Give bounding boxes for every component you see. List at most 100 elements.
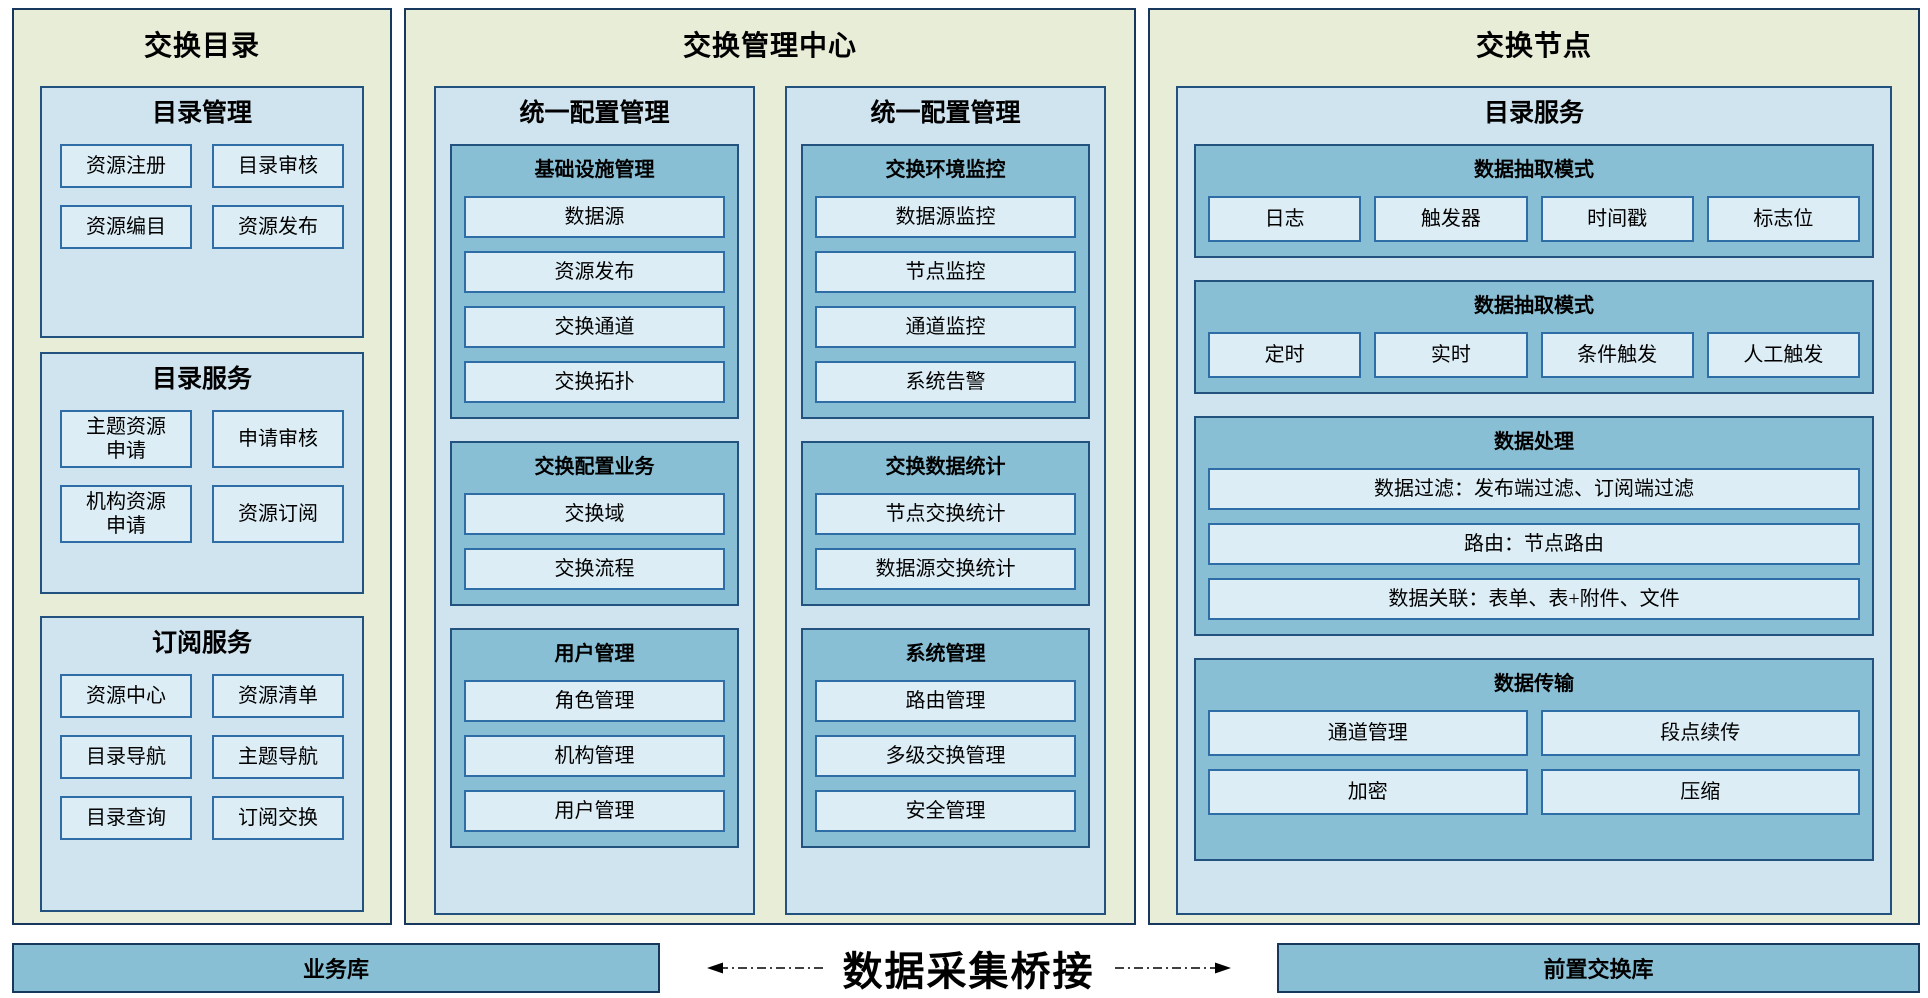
group-exchange-config-business: 交换配置业务 交换域 交换流程 xyxy=(450,441,739,606)
panel-exchange-node: 交换节点 目录服务 数据抽取模式 日志 触发器 时间戳 标志位 数据抽取模式 定… xyxy=(1148,8,1920,925)
group-title: 数据抽取模式 xyxy=(1474,159,1594,181)
module-box: 定时 xyxy=(1208,332,1362,378)
group-data-extraction-mode-2: 数据抽取模式 定时 实时 条件触发 人工触发 xyxy=(1194,280,1874,394)
data-collection-bridge: 数据采集桥接 xyxy=(660,943,1277,994)
group-exchange-data-statistics: 交换数据统计 节点交换统计 数据源交换统计 xyxy=(801,441,1090,606)
module-box: 交换通道 xyxy=(464,306,725,348)
module-box: 角色管理 xyxy=(464,680,725,722)
module-box: 目录导航 xyxy=(60,735,192,779)
item-grid: 资源注册 目录审核 资源编目 资源发布 xyxy=(60,144,344,249)
module-box: 触发器 xyxy=(1374,196,1528,242)
module-box: 路由：节点路由 xyxy=(1208,523,1860,565)
group-title: 基础设施管理 xyxy=(534,159,655,181)
container-title: 目录服务 xyxy=(1483,100,1584,127)
section-title: 目录管理 xyxy=(151,100,252,127)
section-catalog-service: 目录服务 主题资源 申请 申请审核 机构资源 申请 资源订阅 xyxy=(40,352,364,594)
module-box: 申请审核 xyxy=(212,410,344,468)
group-data-transmission: 数据传输 通道管理 段点续传 加密 压缩 xyxy=(1194,658,1874,861)
panel-title: 交换管理中心 xyxy=(682,31,857,62)
group-infrastructure-management: 基础设施管理 数据源 资源发布 交换通道 交换拓扑 xyxy=(450,144,739,419)
panel-title: 交换节点 xyxy=(1475,31,1592,62)
module-box: 数据关联：表单、表+附件、文件 xyxy=(1208,578,1860,620)
module-box: 多级交换管理 xyxy=(815,735,1076,777)
group-data-processing: 数据处理 数据过滤：发布端过滤、订阅端过滤 路由：节点路由 数据关联：表单、表+… xyxy=(1194,416,1874,636)
arrow-left-icon xyxy=(706,962,823,974)
section-title: 目录服务 xyxy=(151,366,252,393)
module-box: 目录查询 xyxy=(60,796,192,840)
module-box: 主题导航 xyxy=(212,735,344,779)
module-box: 节点监控 xyxy=(815,251,1076,293)
module-box: 数据过滤：发布端过滤、订阅端过滤 xyxy=(1208,468,1860,510)
module-box: 数据源交换统计 xyxy=(815,548,1076,590)
column-title: 统一配置管理 xyxy=(519,100,670,127)
module-box: 路由管理 xyxy=(815,680,1076,722)
top-row: 交换目录 目录管理 资源注册 目录审核 资源编目 资源发布 目录服务 主题资源 … xyxy=(12,8,1920,925)
panel-exchange-catalog: 交换目录 目录管理 资源注册 目录审核 资源编目 资源发布 目录服务 主题资源 … xyxy=(12,8,392,925)
module-box: 机构资源 申请 xyxy=(60,485,192,543)
group-system-management: 系统管理 路由管理 多级交换管理 安全管理 xyxy=(801,628,1090,848)
item-grid: 资源中心 资源清单 目录导航 主题导航 目录查询 订阅交换 xyxy=(60,674,344,840)
module-box: 交换拓扑 xyxy=(464,361,725,403)
group-title: 系统管理 xyxy=(905,643,986,665)
module-box: 资源注册 xyxy=(60,144,192,188)
module-box: 节点交换统计 xyxy=(815,493,1076,535)
group-data-extraction-mode-1: 数据抽取模式 日志 触发器 时间戳 标志位 xyxy=(1194,144,1874,258)
module-box: 加密 xyxy=(1208,769,1528,815)
module-box: 段点续传 xyxy=(1540,710,1860,756)
module-box: 压缩 xyxy=(1540,769,1860,815)
module-box: 通道管理 xyxy=(1208,710,1528,756)
group-title: 交换数据统计 xyxy=(885,456,1006,478)
module-box: 数据源 xyxy=(464,196,725,238)
module-box: 机构管理 xyxy=(464,735,725,777)
item-grid: 主题资源 申请 申请审核 机构资源 申请 资源订阅 xyxy=(60,410,344,543)
group-title: 交换环境监控 xyxy=(885,159,1006,181)
section-catalog-management: 目录管理 资源注册 目录审核 资源编目 资源发布 xyxy=(40,86,364,338)
module-box: 数据源监控 xyxy=(815,196,1076,238)
module-box: 主题资源 申请 xyxy=(60,410,192,468)
module-box: 条件触发 xyxy=(1540,332,1694,378)
module-box: 实时 xyxy=(1374,332,1528,378)
business-database-box: 业务库 xyxy=(12,943,660,993)
panel-exchange-management-center: 交换管理中心 统一配置管理 基础设施管理 数据源 资源发布 交换通道 交换拓扑 … xyxy=(404,8,1136,925)
module-box: 订阅交换 xyxy=(212,796,344,840)
module-box: 资源发布 xyxy=(212,205,344,249)
item-grid: 日志 触发器 时间戳 标志位 xyxy=(1208,196,1860,242)
module-box: 标志位 xyxy=(1706,196,1860,242)
node-service-container: 目录服务 数据抽取模式 日志 触发器 时间戳 标志位 数据抽取模式 定时 实时 xyxy=(1176,86,1892,915)
column-title: 统一配置管理 xyxy=(870,100,1021,127)
module-box: 资源中心 xyxy=(60,674,192,718)
group-title: 数据传输 xyxy=(1494,673,1574,695)
item-grid: 通道管理 段点续传 加密 压缩 xyxy=(1208,710,1860,815)
middle-columns: 统一配置管理 基础设施管理 数据源 资源发布 交换通道 交换拓扑 交换配置业务 … xyxy=(434,86,1106,915)
item-grid: 定时 实时 条件触发 人工触发 xyxy=(1208,332,1860,378)
module-box: 资源订阅 xyxy=(212,485,344,543)
group-user-management: 用户管理 角色管理 机构管理 用户管理 xyxy=(450,628,739,848)
section-title: 订阅服务 xyxy=(151,630,252,657)
module-box: 资源清单 xyxy=(212,674,344,718)
module-box: 资源编目 xyxy=(60,205,192,249)
module-box: 日志 xyxy=(1208,196,1362,242)
module-box: 安全管理 xyxy=(815,790,1076,832)
group-title: 用户管理 xyxy=(554,643,635,665)
column-unified-config-2: 统一配置管理 交换环境监控 数据源监控 节点监控 通道监控 系统告警 交换数据统… xyxy=(785,86,1106,915)
group-title: 数据处理 xyxy=(1494,431,1574,453)
group-exchange-environment-monitoring: 交换环境监控 数据源监控 节点监控 通道监控 系统告警 xyxy=(801,144,1090,419)
section-subscription-service: 订阅服务 资源中心 资源清单 目录导航 主题导航 目录查询 订阅交换 xyxy=(40,616,364,912)
module-box: 时间戳 xyxy=(1540,196,1694,242)
bottom-row: 业务库 数据采集桥接 前置交换库 xyxy=(12,943,1920,994)
group-title: 数据抽取模式 xyxy=(1474,295,1594,317)
module-box: 用户管理 xyxy=(464,790,725,832)
panel-title: 交换目录 xyxy=(143,31,260,62)
arrow-right-icon xyxy=(1114,962,1231,974)
column-unified-config-1: 统一配置管理 基础设施管理 数据源 资源发布 交换通道 交换拓扑 交换配置业务 … xyxy=(434,86,755,915)
bridge-label: 数据采集桥接 xyxy=(842,949,1095,994)
module-box: 目录审核 xyxy=(212,144,344,188)
module-box: 交换域 xyxy=(464,493,725,535)
module-box: 交换流程 xyxy=(464,548,725,590)
module-box: 人工触发 xyxy=(1706,332,1860,378)
module-box: 资源发布 xyxy=(464,251,725,293)
group-title: 交换配置业务 xyxy=(534,456,655,478)
module-box: 系统告警 xyxy=(815,361,1076,403)
front-exchange-database-box: 前置交换库 xyxy=(1277,943,1920,993)
